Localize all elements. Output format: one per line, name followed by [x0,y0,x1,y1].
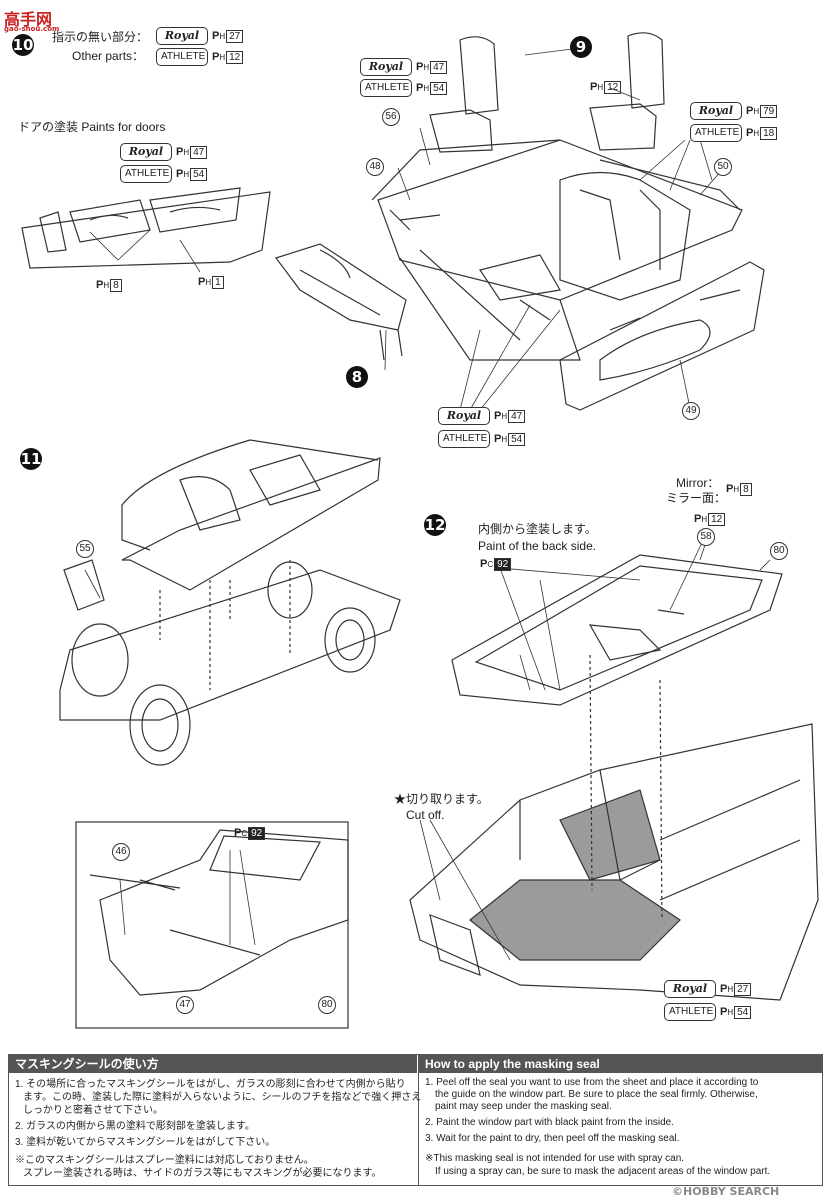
doors-paint-label: ドアの塗装 Paints for doors [18,120,166,134]
en-line: the guide on the window part. Be sure to… [435,1089,758,1100]
part-number-50: 50 [714,158,732,176]
step-ref-9: 9 [570,36,592,58]
jp-line: 2. ガラスの内側から黒の塗料で彫刻部を塗装します。 [15,1121,255,1132]
jp-line: スプレー塗装される時は、サイドのガラス等にもマスキングが必要になります。 [23,1168,382,1179]
jp-line: しっかりと密着させて下さい。 [23,1105,163,1116]
athlete-badge: ATHLETE [690,124,742,142]
jp-line: 3. 塗料が乾いてからマスキングシールをはがして下さい。 [15,1137,276,1148]
part-number-46: 46 [112,843,130,861]
door-panels-drawing [21,187,271,269]
athlete-badge: ATHLETE [156,48,208,66]
masking-seal-jp-title: マスキングシールの使い方 [9,1055,417,1073]
part-number-58: 58 [697,528,715,546]
dashboard-drawing [275,243,407,361]
cut-off-jp: ★切り取ります。 [394,792,489,806]
en-line: 2. Paint the window part with black pain… [425,1117,675,1128]
jp-line: ます。この時、塗装した際に塗料が入らないように、シールのフチを指などで強く押さえ [23,1092,422,1103]
athlete-badge: ATHLETE [438,430,490,448]
part-number-47: 47 [176,996,194,1014]
part-number-48: 48 [366,158,384,176]
part-number-49: 49 [682,402,700,420]
en-line: 1. Peel off the seal you want to use fro… [425,1077,759,1088]
royal-badge: Royal [664,980,716,998]
inset-box-drawing [75,821,349,1029]
front-seats-drawing [429,32,665,153]
jp-line: 1. その場所に合ったマスキングシールをはがし、ガラスの彫刻に合わせて内側から貼… [15,1079,406,1090]
jp-line: ※このマスキングシールはスプレー塗料には対応しておりません。 [15,1155,314,1166]
watermark-logo: 高手网 [4,10,53,29]
step-11-number: 11 [20,448,42,470]
masking-seal-en-title: How to apply the masking seal [419,1055,822,1073]
hobby-search-watermark: ©HOBBY SEARCH [672,1185,780,1198]
rear-window-drawing [451,554,783,706]
part-number-80: 80 [770,542,788,560]
mirror-jp-label: ミラー面： [666,491,727,505]
mirror-en-label: Mirror： [676,476,720,490]
paint-inside-jp: 内側から塗装します。 [478,522,597,536]
other-parts-jp-label: 指示の無い部分： [52,30,149,44]
step-ref-8: 8 [346,366,368,388]
rear-body-drawing [409,654,819,1001]
royal-badge: Royal [156,27,208,45]
step-12-number: 12 [424,514,446,536]
royal-badge: Royal [360,58,412,76]
chassis-drawing [59,439,401,766]
athlete-badge: ATHLETE [120,165,172,183]
en-line: paint may seep under the masking seal. [435,1101,612,1112]
step-10-number: 10 [12,34,34,56]
royal-badge: Royal [120,143,172,161]
royal-badge: Royal [690,102,742,120]
interior-tub-drawing [371,139,743,361]
watermark-logo-sub: gao-shou.com [4,25,60,33]
part-number-55: 55 [76,540,94,558]
cut-off-en: Cut off. [406,808,445,822]
athlete-badge: ATHLETE [664,1003,716,1021]
royal-badge: Royal [438,407,490,425]
part-number-80: 80 [318,996,336,1014]
side-panel-drawing [559,261,765,411]
athlete-badge: ATHLETE [360,79,412,97]
other-parts-en-label: Other parts： [72,49,145,63]
part-number-56: 56 [382,108,400,126]
paint-inside-en: Paint of the back side. [478,539,597,553]
en-line: If using a spray can, be sure to mask th… [435,1166,771,1177]
masking-seal-instructions: マスキングシールの使い方 How to apply the masking se… [8,1054,823,1186]
column-divider [418,1055,419,1185]
en-line: 3. Wait for the paint to dry, then peel … [425,1133,680,1144]
en-line: ※This masking seal is not intended for u… [425,1153,685,1164]
